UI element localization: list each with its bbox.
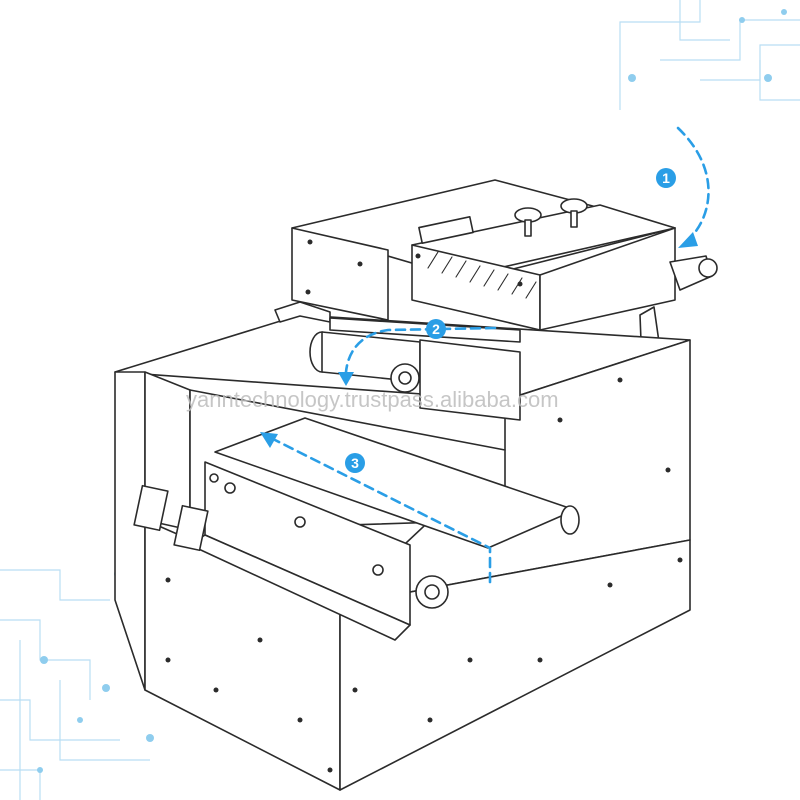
step-badge-2-label: 2 (432, 321, 440, 337)
watermark-text: yanntechnology.trustpass.alibaba.com (186, 387, 559, 412)
roller-bracket (419, 339, 521, 421)
flow-arrow-3 (260, 432, 492, 584)
flow-arrow-2 (338, 326, 497, 386)
step-badge-1: 1 (656, 168, 676, 188)
side-hinge-lower (173, 504, 209, 552)
adjustment-knob-right (560, 198, 588, 228)
machine (114, 179, 718, 791)
circuit-decoration-bottom-left (0, 569, 154, 800)
flow-arrow-1 (676, 126, 710, 248)
side-hinge-upper (133, 484, 169, 532)
conveyor-end-roller (560, 505, 580, 535)
circuit-decoration-top-right (619, 0, 800, 110)
side-pulley (698, 258, 718, 278)
roller-housing-side (539, 227, 676, 331)
adjustment-knob-left (514, 207, 542, 237)
main-body-left (114, 371, 146, 691)
conveyor-bolts (209, 473, 384, 576)
step-badge-1-label: 1 (662, 170, 670, 186)
vent-slots (427, 251, 537, 299)
top-hinge (418, 215, 474, 245)
panel-rivets (165, 239, 683, 773)
step-badge-3-label: 3 (351, 455, 359, 471)
step-badge-2: 2 (426, 319, 446, 339)
step-badge-3: 3 (345, 453, 365, 473)
